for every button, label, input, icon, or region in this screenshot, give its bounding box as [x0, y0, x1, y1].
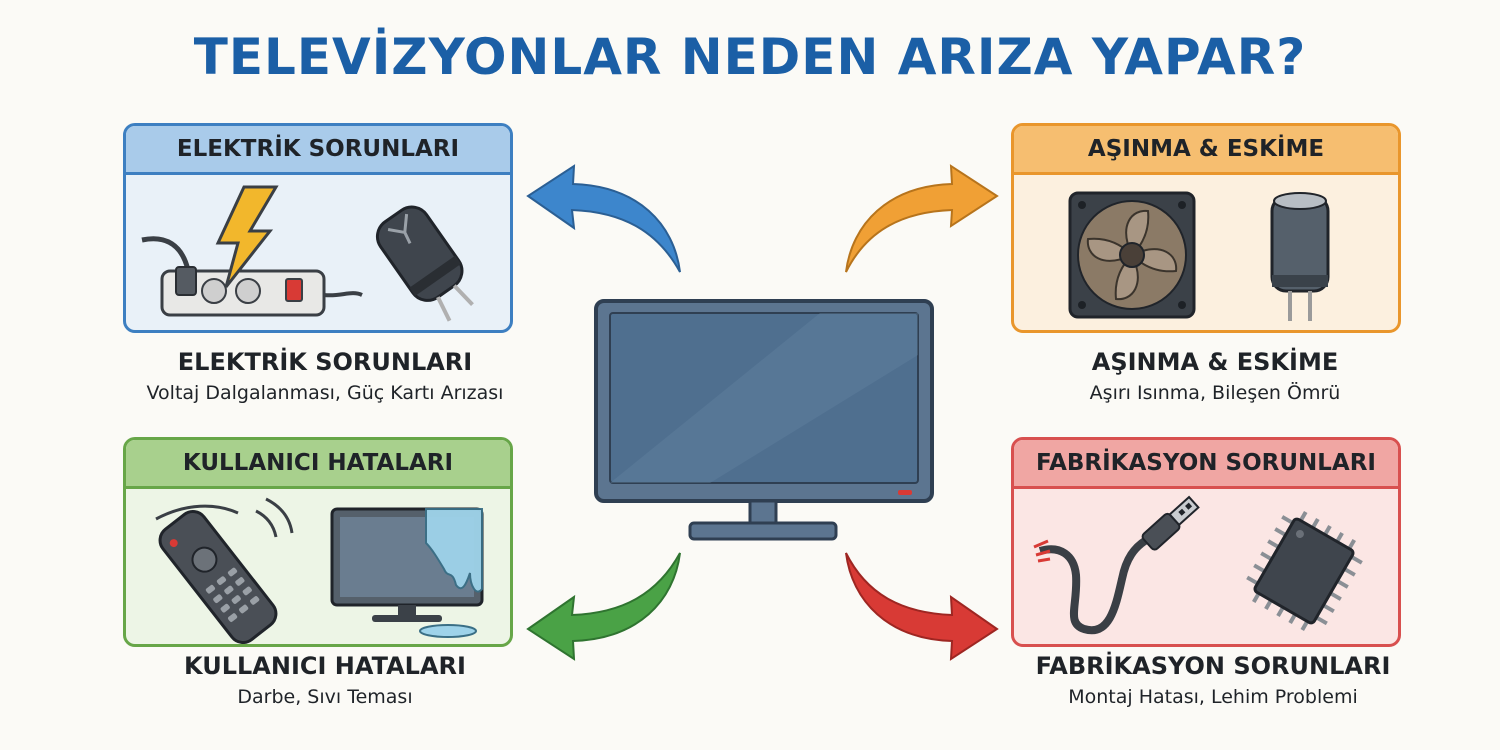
user-description: Darbe, Sıvı Teması [237, 686, 413, 708]
arrow-to-fabrication [845, 552, 999, 661]
fabrication-panel: FABRİKASYON SORUNLARI [1011, 437, 1401, 647]
electric-panel: ELEKTRİK SORUNLARI [123, 123, 513, 333]
arrow-to-user [526, 552, 681, 661]
user-panel: KULLANICI HATALARI [123, 437, 513, 647]
power-strip-icon [141, 236, 363, 317]
lightning-bolt-icon [215, 185, 279, 288]
electric-caption: ELEKTRİK SORUNLARI Voltaj Dalgalanması, … [110, 348, 540, 404]
electric-panel-header: ELEKTRİK SORUNLARI [126, 126, 510, 175]
user-caption: KULLANICI HATALARI Darbe, Sıvı Teması [110, 652, 540, 708]
fabrication-panel-header: FABRİKASYON SORUNLARI [1014, 440, 1398, 489]
fabrication-title: FABRİKASYON SORUNLARI [1035, 652, 1391, 680]
wear-title: AŞINMA & ESKİME [1091, 348, 1339, 376]
fabrication-caption: FABRİKASYON SORUNLARI Montaj Hatası, Leh… [998, 652, 1428, 708]
user-title: KULLANICI HATALARI [184, 652, 466, 680]
wear-panel-header: AŞINMA & ESKİME [1014, 126, 1398, 175]
capacitor-icon [1270, 192, 1330, 321]
burnt-capacitor-icon [375, 205, 474, 322]
usb-cable-icon [1033, 495, 1200, 635]
page-title: TELEVİZYONLAR NEDEN ARIZA YAPAR? [193, 28, 1307, 86]
wear-description: Aşırı Isınma, Bileşen Ömrü [1089, 382, 1341, 404]
remote-control-icon [155, 497, 294, 644]
tv-icon [594, 299, 934, 541]
arrow-to-wear [845, 164, 999, 273]
chip-icon [1246, 510, 1363, 632]
user-panel-header: KULLANICI HATALARI [126, 440, 510, 489]
arrow-to-electric [526, 164, 681, 273]
wear-caption: AŞINMA & ESKİME Aşırı Isınma, Bileşen Öm… [1000, 348, 1430, 404]
electric-description: Voltaj Dalgalanması, Güç Kartı Arızası [146, 382, 504, 404]
dusty-fan-icon [1068, 191, 1196, 319]
wet-monitor-icon [330, 507, 484, 638]
electric-title: ELEKTRİK SORUNLARI [177, 348, 473, 376]
wear-panel: AŞINMA & ESKİME [1011, 123, 1401, 333]
fabrication-description: Montaj Hatası, Lehim Problemi [1068, 686, 1358, 708]
